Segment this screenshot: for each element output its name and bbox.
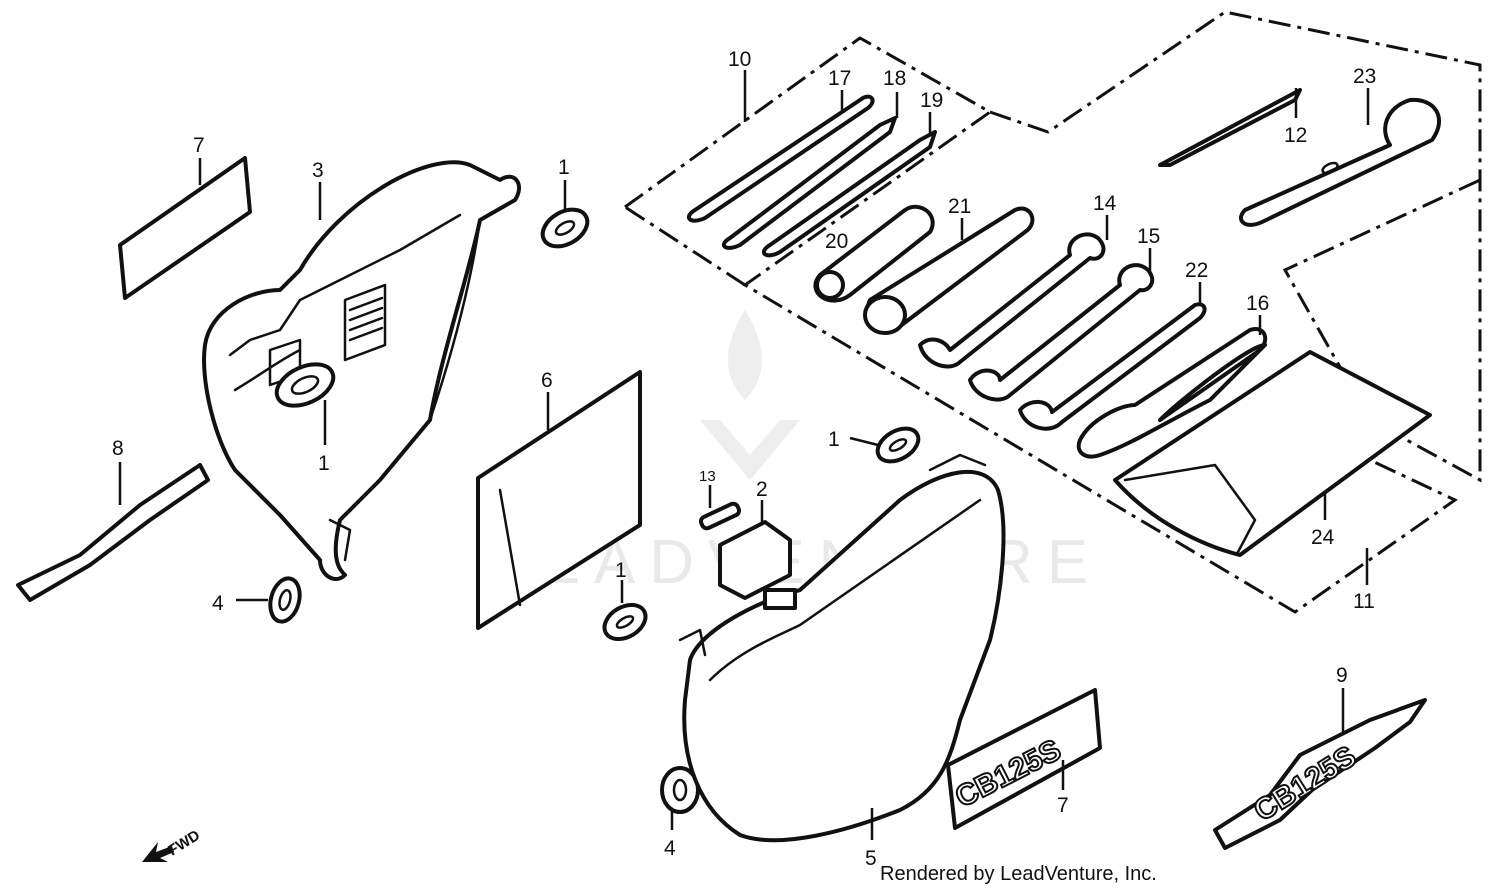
callout-4-bottom: 4	[664, 837, 676, 860]
callouts: 7 3 1 1 8 4 6 10 17 18 19 20 21 14 15 22…	[112, 48, 1376, 870]
callout-22: 22	[1185, 259, 1208, 282]
callout-24: 24	[1311, 526, 1335, 549]
part-7-label-sticker	[118, 156, 252, 300]
callout-1-mid: 1	[828, 428, 840, 451]
callout-12: 12	[1284, 124, 1307, 147]
callout-23: 23	[1353, 65, 1376, 88]
callout-1-top: 1	[558, 156, 570, 179]
callout-7-top: 7	[193, 134, 205, 157]
callout-3: 3	[312, 159, 324, 182]
part-15-open-wrench	[968, 263, 1155, 402]
callout-18: 18	[883, 67, 906, 90]
callout-9: 9	[1336, 664, 1348, 687]
callout-17: 17	[828, 67, 851, 90]
arrow-icon	[142, 842, 174, 862]
tool-set	[686, 88, 1441, 557]
part-14-open-wrench	[918, 232, 1106, 369]
callout-16: 16	[1246, 292, 1269, 315]
part-5-right-side-cover	[678, 453, 1006, 843]
watermark-flame-icon	[700, 310, 800, 480]
callout-5: 5	[865, 847, 877, 870]
callout-7-bottom: 7	[1057, 794, 1069, 817]
part-18-screwdriver	[721, 116, 897, 250]
part-22-open-wrench	[1018, 302, 1207, 431]
part-1-grommet-mid	[875, 426, 921, 464]
callout-21: 21	[948, 195, 971, 218]
part-4-grommet-left	[268, 576, 302, 624]
part-1-grommet-lower	[602, 602, 648, 642]
part-13-clip	[698, 501, 742, 531]
part-9-emblem: CB125S	[1213, 698, 1427, 850]
fwd-label: FWD	[165, 827, 203, 860]
callout-20: 20	[825, 230, 848, 253]
callout-1-lower: 1	[615, 559, 627, 582]
part-3-left-side-cover	[202, 160, 521, 581]
callout-6: 6	[541, 369, 553, 392]
part-4-grommet-bottom	[660, 766, 700, 814]
callout-11: 11	[1353, 590, 1375, 613]
callout-8: 8	[112, 437, 124, 460]
part-16-pliers	[1076, 327, 1268, 459]
part-19-screwdriver	[761, 130, 937, 258]
part-20-screwdriver-handle	[813, 204, 935, 303]
callout-13: 13	[699, 468, 716, 485]
credit-text: Rendered by LeadVenture, Inc.	[880, 863, 1157, 885]
part-17-screwdriver-bar	[686, 94, 875, 223]
part-1-grommet-top	[540, 207, 590, 249]
callout-1-left: 1	[318, 452, 330, 475]
callout-15: 15	[1137, 225, 1160, 248]
part-6-document-sheet	[476, 370, 642, 630]
callout-19: 19	[920, 89, 943, 112]
callout-10: 10	[728, 48, 751, 71]
part-2-plate	[718, 520, 792, 600]
tool-kit-boundary	[624, 10, 1482, 614]
callout-4-left: 4	[212, 592, 224, 615]
fwd-arrow: FWD	[142, 827, 203, 862]
part-8-emblem-strip	[16, 463, 210, 602]
part-24-tool-bag	[1113, 350, 1432, 557]
leader-lines	[118, 70, 1370, 840]
callout-14: 14	[1093, 192, 1117, 215]
part-7-emblem-plate: CB125S	[946, 688, 1102, 830]
part-21-socket-wrench	[863, 206, 1035, 335]
part-12-screwdriver	[1158, 88, 1302, 167]
callout-2: 2	[756, 478, 768, 501]
part-23-spanner	[1239, 97, 1441, 227]
